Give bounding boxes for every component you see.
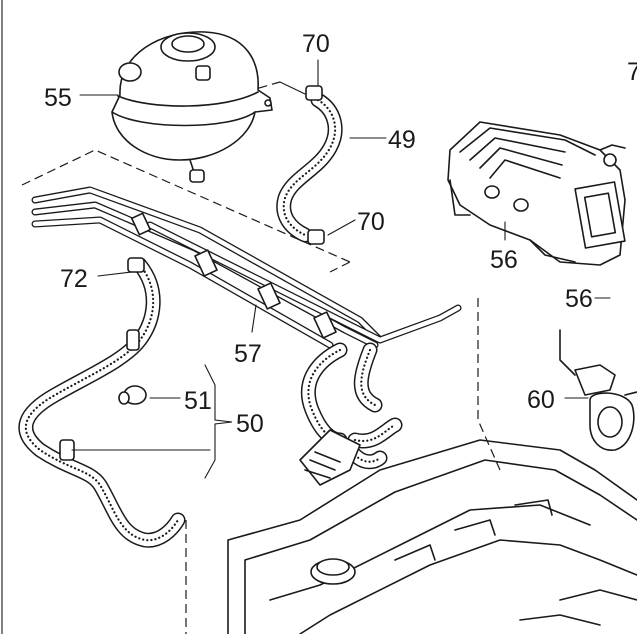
hose-50	[18, 257, 186, 548]
pipe-bundle-57	[31, 186, 462, 349]
callout-70-bottom: 70	[357, 208, 385, 236]
engine-block	[227, 439, 637, 634]
callout-labels: 55 70 49 70 72 57 51 50 56 56 60 7	[44, 30, 637, 438]
callout-55: 55	[44, 84, 72, 112]
callout-56-right: 56	[565, 285, 593, 313]
callout-57: 57	[234, 340, 262, 368]
leader-lines	[71, 59, 611, 479]
callout-50: 50	[236, 410, 264, 438]
flange-60	[559, 329, 637, 451]
callout-49: 49	[388, 126, 416, 154]
callout-72: 72	[60, 265, 88, 293]
expansion-tank	[111, 31, 273, 183]
valve-hoses	[299, 342, 403, 486]
callout-7-partial: 7	[627, 58, 637, 86]
callout-51: 51	[184, 387, 212, 415]
callout-70-top: 70	[302, 30, 330, 58]
hose-49	[276, 85, 343, 245]
valve-housing-56	[447, 121, 626, 266]
callout-56-center: 56	[490, 246, 518, 274]
callout-60: 60	[527, 386, 555, 414]
